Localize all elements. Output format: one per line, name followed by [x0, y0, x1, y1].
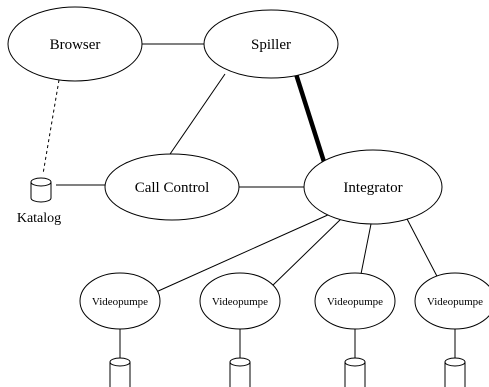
- edge-integrator-videopumpe-1: [155, 213, 331, 293]
- node-spiller: Spiller: [203, 9, 339, 79]
- videopumpe-3-label: Videopumpe: [327, 296, 383, 308]
- edge-spiller-integrator: [293, 73, 328, 166]
- node-videopumpe-3: Videopumpe: [314, 272, 396, 330]
- node-videopumpe-4: Videopumpe: [414, 272, 489, 330]
- spiller-label: Spiller: [251, 37, 291, 53]
- storage-database-icon-3: [344, 357, 366, 387]
- edge-integrator-videopumpe-2: [269, 217, 343, 289]
- integrator-label: Integrator: [343, 180, 402, 196]
- videopumpe-2-label: Videopumpe: [212, 296, 268, 308]
- edge-integrator-videopumpe-4: [405, 216, 441, 283]
- edge-browser-katalog: [42, 79, 60, 175]
- call-control-label: Call Control: [135, 180, 210, 196]
- node-browser: Browser: [7, 6, 143, 82]
- videopumpe-1-label: Videopumpe: [92, 296, 148, 308]
- node-integrator: Integrator: [303, 149, 443, 225]
- videopumpe-4-label: Videopumpe: [427, 296, 483, 308]
- node-call-control: Call Control: [104, 153, 240, 221]
- storage-database-icon-1: [109, 357, 131, 387]
- browser-label: Browser: [50, 37, 101, 53]
- storage-database-icon-2: [229, 357, 251, 387]
- storage-database-icon-4: [444, 357, 466, 387]
- node-videopumpe-1: Videopumpe: [79, 272, 161, 330]
- katalog-database-icon: [30, 177, 52, 203]
- edge-spiller-callcontrol: [167, 73, 226, 158]
- edge-integrator-videopumpe-3: [359, 223, 372, 280]
- katalog-label: Katalog: [17, 211, 61, 226]
- node-videopumpe-2: Videopumpe: [199, 272, 281, 330]
